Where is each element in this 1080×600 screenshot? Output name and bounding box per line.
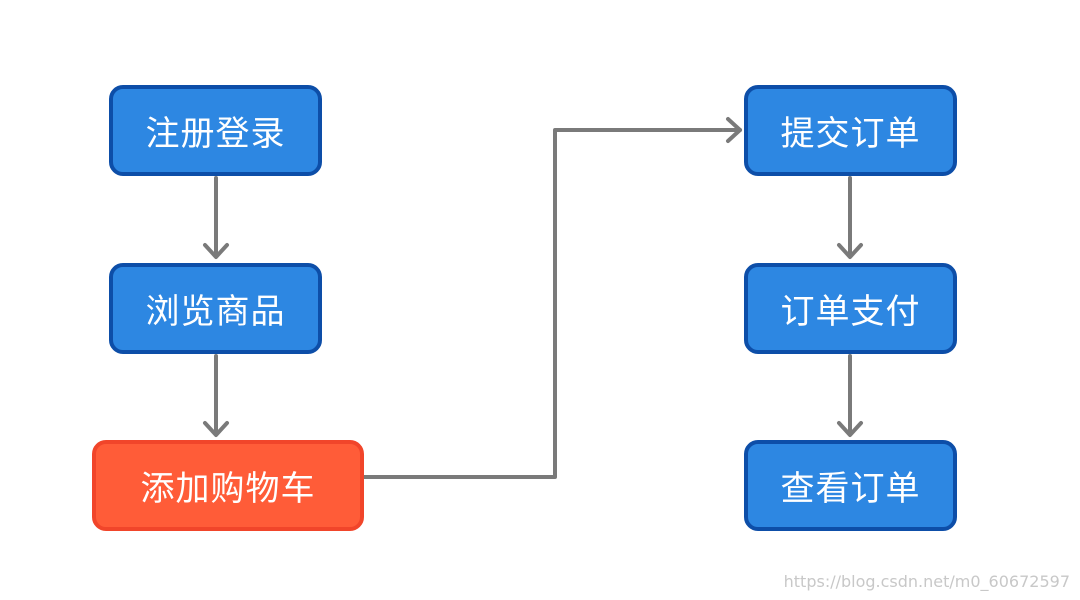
node-submit-order-label: 提交订单 bbox=[780, 114, 921, 154]
node-order-payment-label: 订单支付 bbox=[780, 292, 921, 332]
node-register-login: 注册登录 bbox=[109, 85, 322, 176]
watermark-text: https://blog.csdn.net/m0_60672597 bbox=[783, 572, 1070, 591]
node-add-to-cart: 添加购物车 bbox=[92, 440, 364, 531]
node-register-login-label: 注册登录 bbox=[145, 114, 286, 154]
node-browse-products-label: 浏览商品 bbox=[145, 292, 286, 332]
node-view-order: 查看订单 bbox=[744, 440, 957, 531]
arrowhead-browse bbox=[203, 243, 229, 259]
node-browse-products: 浏览商品 bbox=[109, 263, 322, 354]
node-order-payment: 订单支付 bbox=[744, 263, 957, 354]
arrowhead-cart bbox=[203, 421, 229, 437]
arrow-cart-to-submit bbox=[362, 128, 742, 479]
arrowhead-payment bbox=[837, 243, 863, 259]
arrowhead-submit bbox=[726, 117, 742, 143]
arrowhead-view bbox=[837, 421, 863, 437]
node-add-to-cart-label: 添加购物车 bbox=[140, 469, 316, 509]
node-view-order-label: 查看订单 bbox=[780, 469, 921, 509]
node-submit-order: 提交订单 bbox=[744, 85, 957, 176]
